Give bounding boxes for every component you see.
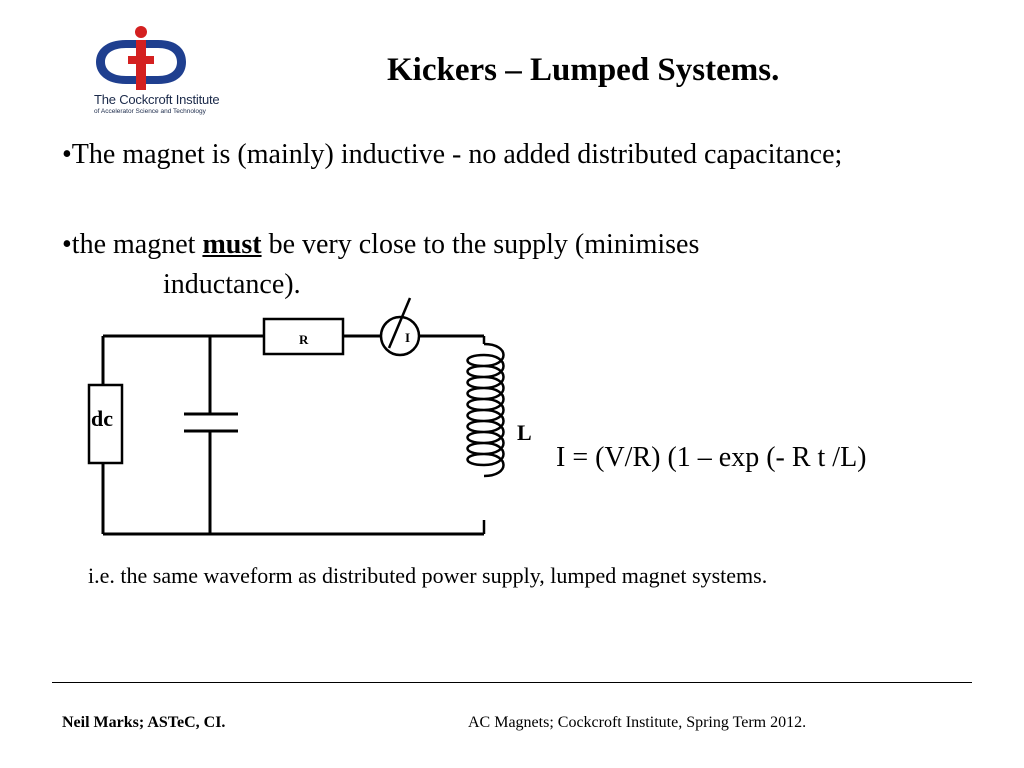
slide-title: Kickers – Lumped Systems. (387, 52, 780, 88)
bullet-inductive: •The magnet is (mainly) inductive - no a… (62, 139, 843, 170)
logo-mark-icon (96, 26, 186, 90)
bullet2-post: be very close to the supply (minimises (261, 229, 700, 260)
bullet-close-to-supply: •the magnet must be very close to the su… (62, 226, 699, 264)
bullet2-must: must (202, 229, 262, 260)
cockcroft-institute-logo: The Cockcroft Institute of Accelerator S… (88, 26, 248, 118)
dc-source (87, 383, 124, 465)
dc-label: dc (91, 406, 113, 431)
current-formula: I = (V/R) (1 – exp (- R t /L) (556, 442, 867, 473)
footer-divider (52, 682, 972, 683)
bullet2-continuation: inductance). (163, 269, 301, 300)
resistor (262, 317, 345, 356)
circuit-diagram: dc R I L (87, 297, 532, 536)
inductor-coil (466, 336, 505, 534)
footer-course: AC Magnets; Cockcroft Institute, Spring … (468, 714, 807, 731)
inductor-label: L (517, 420, 532, 445)
footer-author: Neil Marks; ASTeC, CI. (62, 714, 226, 731)
bullet2-pre: •the magnet (62, 229, 203, 260)
switch-label: I (405, 330, 410, 345)
resistor-label: R (299, 332, 309, 347)
waveform-note: i.e. the same waveform as distributed po… (88, 563, 768, 588)
switch-arm (387, 297, 412, 349)
logo-line1: The Cockcroft Institute (94, 92, 220, 107)
logo-line2: of Accelerator Science and Technology (94, 108, 206, 115)
